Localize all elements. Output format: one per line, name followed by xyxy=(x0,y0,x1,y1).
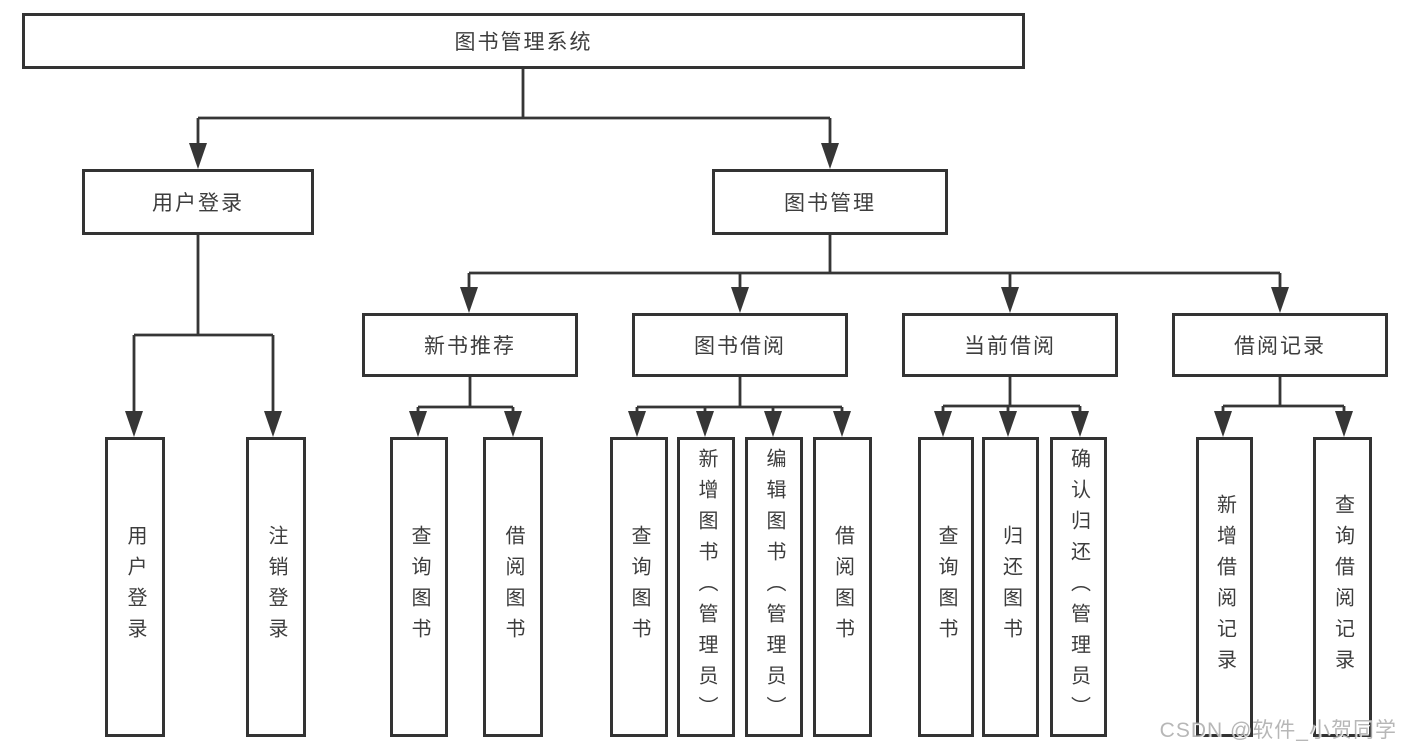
leaf-user-login: 用户登录 xyxy=(105,437,165,737)
node-borrow-records: 借阅记录 xyxy=(1172,313,1388,377)
leaf-query-books-3-label: 查询图书 xyxy=(935,525,957,649)
connector-book-management xyxy=(467,235,1282,291)
node-current-borrow: 当前借阅 xyxy=(902,313,1118,377)
arrow-icon xyxy=(1271,287,1289,313)
leaf-edit-book-admin: 编辑图书（管理员） xyxy=(745,437,803,737)
arrowheads xyxy=(125,143,1353,437)
node-user-login: 用户登录 xyxy=(82,169,314,235)
node-book-borrow-label: 图书借阅 xyxy=(694,335,786,358)
node-root: 图书管理系统 xyxy=(22,13,1025,69)
arrow-icon xyxy=(821,143,839,169)
arrow-icon xyxy=(1335,411,1353,437)
leaf-confirm-return-admin: 确认归还（管理员） xyxy=(1050,437,1107,737)
arrow-icon xyxy=(409,411,427,437)
leaf-query-books-2-label: 查询图书 xyxy=(628,525,650,649)
arrow-icon xyxy=(833,411,851,437)
leaf-query-books-3: 查询图书 xyxy=(918,437,974,737)
connector-borrow-records xyxy=(1221,377,1346,415)
leaf-logout: 注销登录 xyxy=(246,437,306,737)
leaf-query-books-2: 查询图书 xyxy=(610,437,668,737)
node-book-management-label: 图书管理 xyxy=(784,192,876,215)
leaf-borrow-books-2-label: 借阅图书 xyxy=(831,525,854,649)
leaf-user-login-label: 用户登录 xyxy=(124,525,146,649)
arrow-icon xyxy=(264,411,282,437)
leaf-query-borrow-record: 查询借阅记录 xyxy=(1313,437,1372,737)
node-borrow-records-label: 借阅记录 xyxy=(1234,335,1326,358)
leaf-add-borrow-record: 新增借阅记录 xyxy=(1196,437,1253,737)
arrow-icon xyxy=(999,411,1017,437)
leaf-return-books: 归还图书 xyxy=(982,437,1039,737)
node-current-borrow-label: 当前借阅 xyxy=(964,335,1056,358)
node-book-management: 图书管理 xyxy=(712,169,948,235)
leaf-logout-label: 注销登录 xyxy=(265,525,287,649)
arrow-icon xyxy=(125,411,143,437)
arrow-icon xyxy=(504,411,522,437)
arrow-icon xyxy=(628,411,646,437)
arrow-icon xyxy=(1071,411,1089,437)
node-root-label: 图书管理系统 xyxy=(454,31,593,54)
connector-book-borrow xyxy=(635,377,844,415)
watermark: CSDN @软件_小贺同学 xyxy=(1159,719,1397,742)
leaf-query-books-1: 查询图书 xyxy=(390,437,448,737)
leaf-add-borrow-record-label: 新增借阅记录 xyxy=(1213,494,1236,680)
node-user-login-label: 用户登录 xyxy=(152,192,244,215)
connector-user-login xyxy=(132,235,275,415)
arrow-icon xyxy=(764,411,782,437)
arrow-icon xyxy=(189,143,207,169)
connector-new-book-recommend xyxy=(416,377,515,415)
node-new-book-recommend-label: 新书推荐 xyxy=(424,335,516,358)
arrow-icon xyxy=(934,411,952,437)
arrow-icon xyxy=(1001,287,1019,313)
connector-current-borrow xyxy=(941,377,1082,415)
leaf-query-books-1-label: 查询图书 xyxy=(408,525,430,649)
arrow-icon xyxy=(1214,411,1232,437)
leaf-query-borrow-record-label: 查询借阅记录 xyxy=(1331,494,1354,680)
arrow-icon xyxy=(696,411,714,437)
arrow-icon xyxy=(460,287,478,313)
leaf-return-books-label: 归还图书 xyxy=(999,525,1022,649)
leaf-confirm-return-admin-label: 确认归还（管理员） xyxy=(1067,447,1090,727)
leaf-edit-book-admin-label: 编辑图书（管理员） xyxy=(763,447,785,727)
leaf-add-book-admin: 新增图书（管理员） xyxy=(677,437,735,737)
node-new-book-recommend: 新书推荐 xyxy=(362,313,578,377)
leaf-borrow-books-1: 借阅图书 xyxy=(483,437,543,737)
leaf-add-book-admin-label: 新增图书（管理员） xyxy=(695,447,717,727)
connector-root xyxy=(196,69,832,147)
leaf-borrow-books-1-label: 借阅图书 xyxy=(502,525,524,649)
leaf-borrow-books-2: 借阅图书 xyxy=(813,437,872,737)
node-book-borrow: 图书借阅 xyxy=(632,313,848,377)
arrow-icon xyxy=(731,287,749,313)
